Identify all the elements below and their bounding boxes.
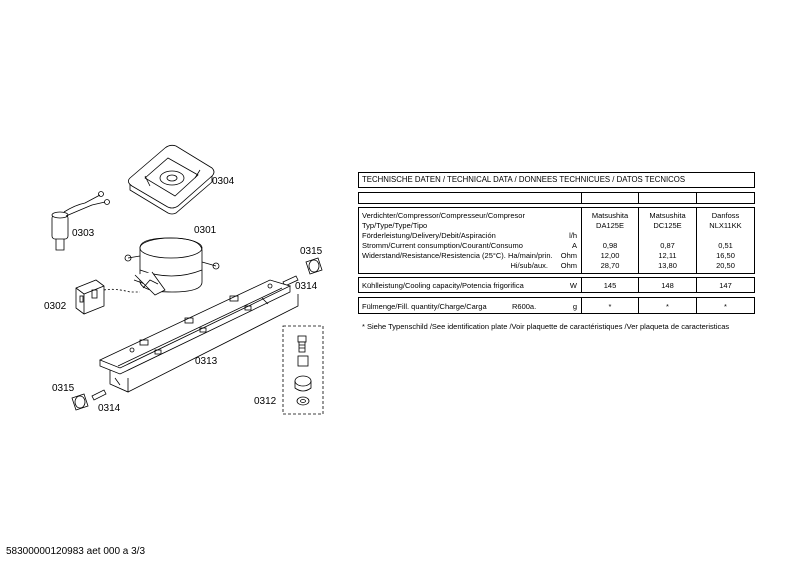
col3-cooling: 147 [719, 281, 732, 290]
label-0302: 0302 [44, 301, 67, 312]
col2-current: 0,87 [660, 241, 675, 250]
row-filling-unit: g [572, 302, 577, 311]
row-type-label: Typ/Type/Type/Tipo [362, 221, 428, 230]
label-0303: 0303 [72, 228, 95, 239]
label-0315-upper: 0315 [300, 246, 323, 257]
col3-current: 0,51 [718, 241, 733, 250]
col3-filling: * [724, 302, 727, 311]
label-0312: 0312 [254, 396, 277, 407]
part-0301-compressor [124, 237, 220, 296]
row-delivery-label: Förderleistung/Delivery/Debit/Aspiración [362, 231, 496, 240]
label-0314-upper: 0314 [295, 281, 318, 292]
col1-current: 0,98 [602, 241, 618, 250]
row-current-label: Stromm/Current consumption/Courant/Consu… [362, 241, 523, 250]
row-filling-refrigerant: R600a. [512, 302, 537, 311]
label-0313: 0313 [195, 356, 218, 367]
label-0304: 0304 [212, 176, 235, 187]
row-resistance-label: Widerstand/Resistance/Resistencia (25°C)… [362, 251, 553, 260]
table-footnote: * Siehe Typenschild /See identification … [362, 322, 730, 331]
label-0315-lower: 0315 [52, 383, 75, 394]
row-current-unit: A [571, 241, 577, 250]
col3-type: NLX11KK [709, 221, 742, 230]
row-cooling-label: Kühlleistung/Cooling capacity/Potencia f… [362, 281, 524, 290]
row-filling-label: Fülmenge/Fill. quantity/Charge/Carga [362, 302, 487, 311]
col2-type: DC125E [653, 221, 682, 230]
table-title: TECHNISCHE DATEN / TECHNICAL DATA / DONN… [362, 175, 686, 184]
row-resistance-unit: Ohm [560, 251, 577, 260]
col1-type: DA125E [596, 221, 624, 230]
parts-drawing [51, 144, 324, 415]
row-resistance-sub-label: Hi/sub/aux. [510, 261, 548, 270]
col2-filling: * [666, 302, 669, 311]
col2-res-main: 12,11 [658, 251, 677, 260]
part-0302-relay [75, 279, 140, 315]
document-footer: 58300000120983 aet 000 a 3/3 [6, 546, 146, 557]
label-0301: 0301 [194, 225, 217, 236]
parts-diagram: 0304 0303 0301 0315 0314 0302 0313 0315 … [0, 0, 360, 440]
col1-make: Matsushita [591, 211, 629, 220]
col2-make: Matsushita [649, 211, 686, 220]
part-0312-fixing-kit [282, 325, 324, 415]
part-0304-tray [128, 144, 215, 215]
part-0315-grommet-lower [71, 393, 89, 411]
row-delivery-unit: l/h [569, 231, 577, 240]
row-compressor-label: Verdichter/Compressor/Compresseur/Compre… [362, 211, 525, 220]
part-0313-rail [98, 279, 299, 393]
part-0315-grommet-upper [305, 257, 323, 275]
col2-cooling: 148 [661, 281, 674, 290]
col1-res-sub: 28,70 [600, 261, 620, 270]
col3-res-sub: 20,50 [716, 261, 735, 270]
row-cooling-unit: W [569, 281, 577, 290]
col1-filling: * [608, 302, 612, 311]
part-0314-sleeve-lower [91, 389, 107, 401]
col3-make: Danfoss [711, 211, 740, 220]
col2-res-sub: 13,80 [658, 261, 677, 270]
part-0303-capacitor [51, 191, 110, 251]
row-resistance-sub-unit: Ohm [560, 261, 577, 270]
label-0314-lower: 0314 [98, 403, 121, 414]
col1-cooling: 145 [603, 281, 617, 290]
col3-res-main: 16,50 [716, 251, 735, 260]
col1-res-main: 12,00 [600, 251, 620, 260]
